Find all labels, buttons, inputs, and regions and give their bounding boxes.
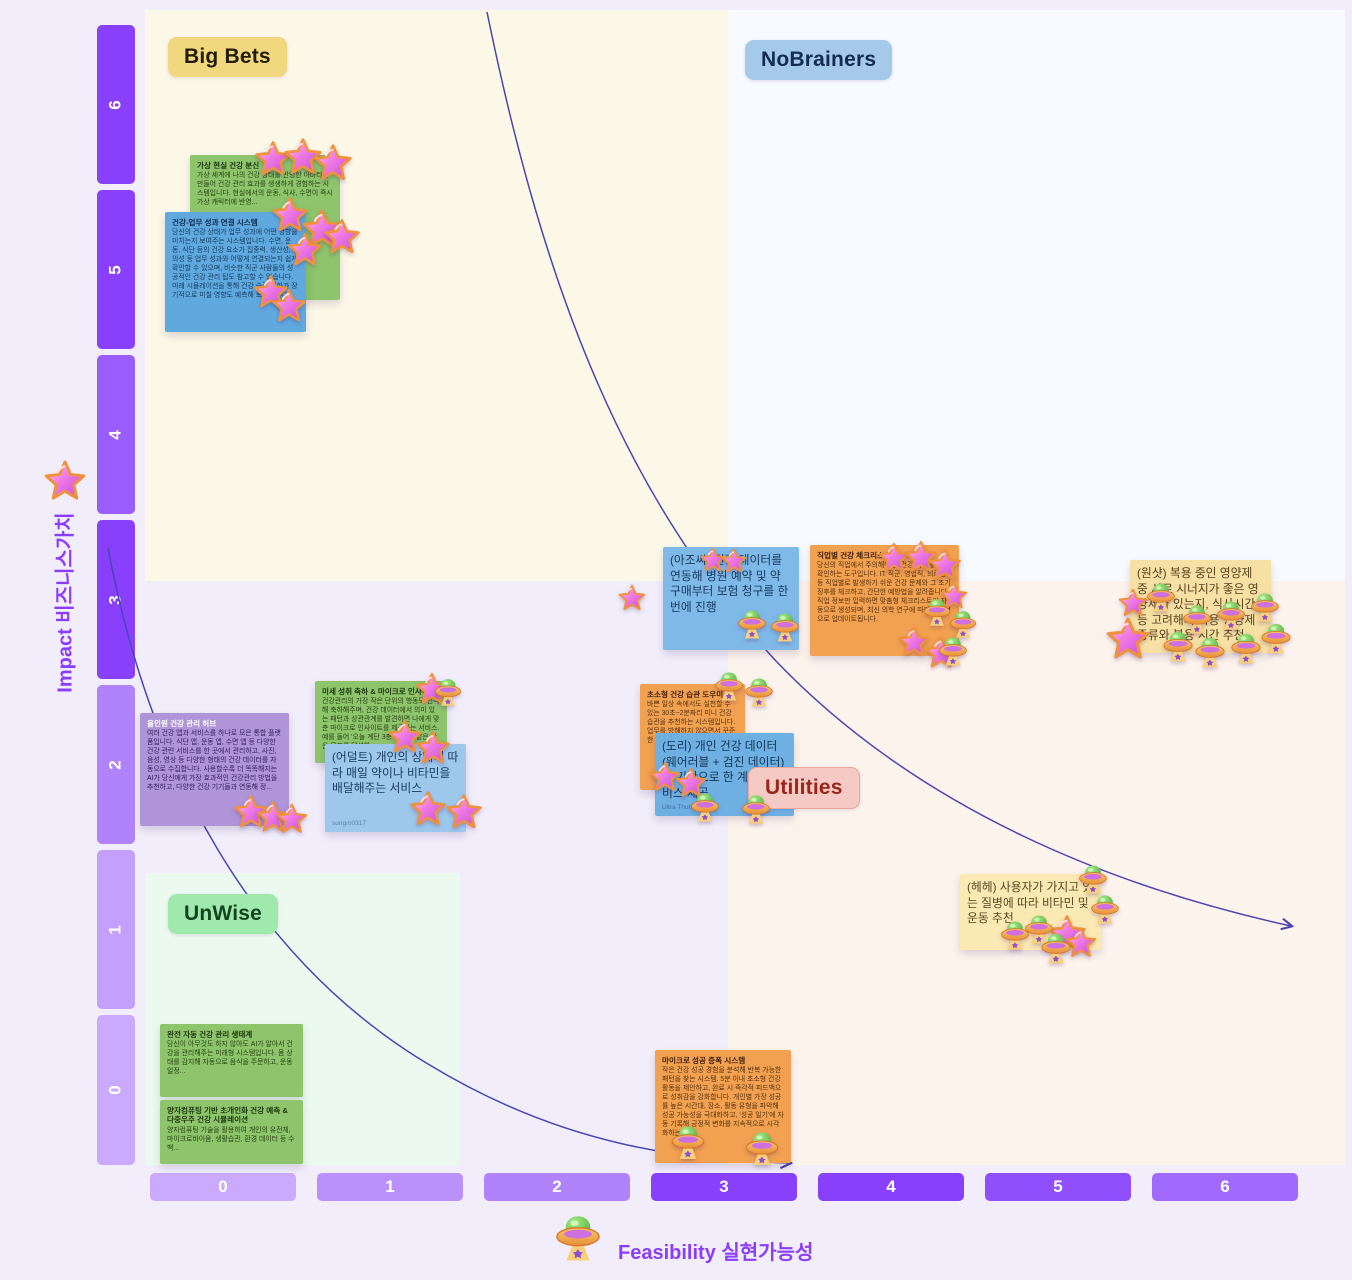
note-body: 당신의 건강 상태가 업무 성과에 어떤 영향을 미치는지 보여주는 시스템입니… [172, 229, 299, 300]
x-axis-tick-1: 1 [317, 1173, 463, 1201]
ufo-sticker-icon[interactable] [1190, 631, 1230, 671]
ufo-sticker-icon[interactable] [1256, 617, 1296, 657]
star-sticker-icon[interactable] [282, 136, 324, 178]
quadrant-utilities-region [728, 581, 1345, 1165]
star-sticker-icon[interactable] [414, 729, 452, 767]
x-axis-tick-2: 2 [484, 1173, 630, 1201]
quadrant-label-big-bets[interactable]: Big Bets [168, 37, 287, 77]
ufo-sticker-icon[interactable] [666, 1119, 710, 1163]
quadrant-nobrainers-region [728, 10, 1345, 581]
y-axis-tick-4: 4 [97, 355, 135, 514]
ufo-icon [548, 1206, 608, 1266]
star-sticker-icon[interactable] [275, 802, 309, 836]
note-title: 완전 자동 건강 관리 생태계 [167, 1030, 253, 1039]
y-axis-tick-0: 0 [97, 1015, 135, 1165]
star-sticker-icon[interactable] [270, 287, 308, 325]
x-axis-tick-6: 6 [1152, 1173, 1298, 1201]
y-axis-title-text: Impact 비즈니스가치 [54, 512, 77, 693]
note-title: 올인원 건강 관리 허브 [147, 719, 217, 728]
ufo-sticker-icon[interactable] [740, 1125, 784, 1169]
y-axis-tick-3: 3 [97, 520, 135, 679]
star-sticker-icon[interactable] [408, 789, 448, 829]
x-axis-tick-0: 0 [150, 1173, 296, 1201]
ufo-sticker-icon[interactable] [996, 915, 1034, 953]
note-body: 가상 세계에 나의 건강 상태를 반영한 아바타를 만들어 건강 관리 효과를 … [197, 172, 333, 207]
ufo-sticker-icon[interactable] [686, 787, 724, 825]
y-axis-tick-1: 1 [97, 850, 135, 1009]
note-body: 당신이 아무것도 하지 않아도 AI가 알아서 건강을 관리해주는 미래형 시스… [167, 1041, 293, 1076]
star-sticker-icon[interactable] [286, 231, 324, 269]
x-axis-title: Feasibility 실현가능성 [618, 1236, 813, 1265]
ufo-sticker-icon[interactable] [766, 607, 804, 645]
ufo-sticker-icon[interactable] [1036, 927, 1076, 967]
note-title: 마이크로 성공 증폭 시스템 [662, 1056, 746, 1065]
x-axis-tick-5: 5 [985, 1173, 1131, 1201]
note-title: 가상 현실 건강 분신 [197, 161, 260, 170]
star-sticker-icon[interactable] [322, 217, 362, 257]
note-author: sungm0317 [332, 819, 366, 827]
star-sticker-icon[interactable] [252, 273, 290, 311]
ufo-sticker-icon[interactable] [1142, 577, 1180, 615]
quadrant-label-nobrainers[interactable]: NoBrainers [745, 40, 893, 80]
ufo-sticker-icon[interactable] [737, 789, 775, 827]
y-axis-tick-2: 2 [97, 685, 135, 844]
star-sticker-icon[interactable] [270, 195, 310, 235]
star-sticker-icon[interactable] [1104, 615, 1152, 663]
quadrant-label-unwise[interactable]: UnWise [168, 894, 279, 934]
star-sticker-icon[interactable] [1064, 926, 1098, 960]
note-title: 건강-업무 성과 연결 시스템 [172, 218, 258, 227]
x-axis-tick-4: 4 [818, 1173, 964, 1201]
ufo-sticker-icon[interactable] [934, 631, 972, 669]
star-icon [42, 458, 88, 504]
note-title: 양자컴퓨팅 기반 초개인화 건강 예측 & 다중우주 건강 시뮬레이션 [167, 1106, 288, 1125]
star-sticker-icon[interactable] [253, 139, 293, 179]
star-sticker-icon[interactable] [312, 142, 354, 184]
star-sticker-icon[interactable] [617, 583, 647, 613]
ufo-sticker-icon[interactable] [740, 672, 778, 710]
note-body: 양자컴퓨팅 기술을 활용하여 개인의 유전체, 마이크로바이옴, 생활습관, 환… [167, 1126, 295, 1152]
star-sticker-icon[interactable] [444, 792, 484, 832]
x-axis-tick-3: 3 [651, 1173, 797, 1201]
star-sticker-icon[interactable] [720, 547, 748, 575]
ufo-sticker-icon[interactable] [1086, 889, 1124, 927]
star-sticker-icon[interactable] [927, 547, 963, 583]
x-axis-title-text: Feasibility 실현가능성 [618, 1242, 814, 1264]
y-axis-tick-6: 6 [97, 25, 135, 184]
ufo-sticker-icon[interactable] [430, 673, 466, 709]
y-axis-tick-5: 5 [97, 190, 135, 349]
note-body: 여러 건강 앱과 서비스를 하나로 모은 통합 플랫폼입니다. 식단 앱, 운동… [147, 730, 281, 792]
y-axis-title: Impact 비즈니스가치 [49, 478, 78, 728]
